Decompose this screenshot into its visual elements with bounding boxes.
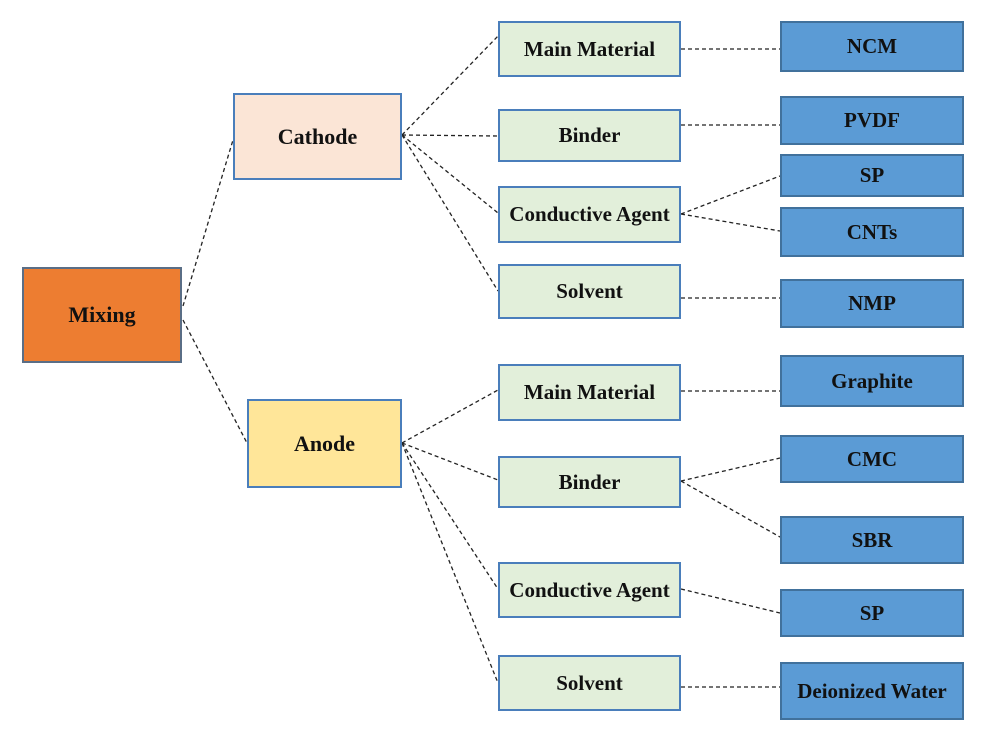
connector-line [401,134,499,292]
material-cmc: CMC [780,435,964,483]
material-sp-anode: SP [780,589,964,637]
node-anode: Anode [247,399,402,488]
connector-line [182,139,234,307]
material-deionized-water: Deionized Water [780,662,964,720]
connector-line [401,442,499,684]
connector-line [401,389,499,444]
material-sp-cathode: SP [780,154,964,197]
cathode-main-material: Main Material [498,21,681,77]
material-cnts: CNTs [780,207,964,257]
material-ncm: NCM [780,21,964,72]
material-nmp: NMP [780,279,964,328]
connector-line [680,588,781,614]
anode-binder: Binder [498,456,681,508]
connector-line [680,457,781,482]
connector-line [680,175,781,215]
material-pvdf: PVDF [780,96,964,145]
cathode-solvent: Solvent [498,264,681,319]
connector-line [401,134,499,137]
connector-line [680,213,781,232]
material-sbr: SBR [780,516,964,564]
connector-line [401,442,499,590]
connector-line [182,319,248,444]
cathode-conductive-agent: Conductive Agent [498,186,681,243]
anode-conductive-agent: Conductive Agent [498,562,681,618]
anode-main-material: Main Material [498,364,681,421]
connector-line [401,35,499,136]
connector-line [680,480,781,538]
material-graphite: Graphite [780,355,964,407]
connector-line [401,442,499,481]
connector-line [401,134,499,214]
node-cathode: Cathode [233,93,402,180]
cathode-binder: Binder [498,109,681,162]
node-mixing: Mixing [22,267,182,363]
anode-solvent: Solvent [498,655,681,711]
